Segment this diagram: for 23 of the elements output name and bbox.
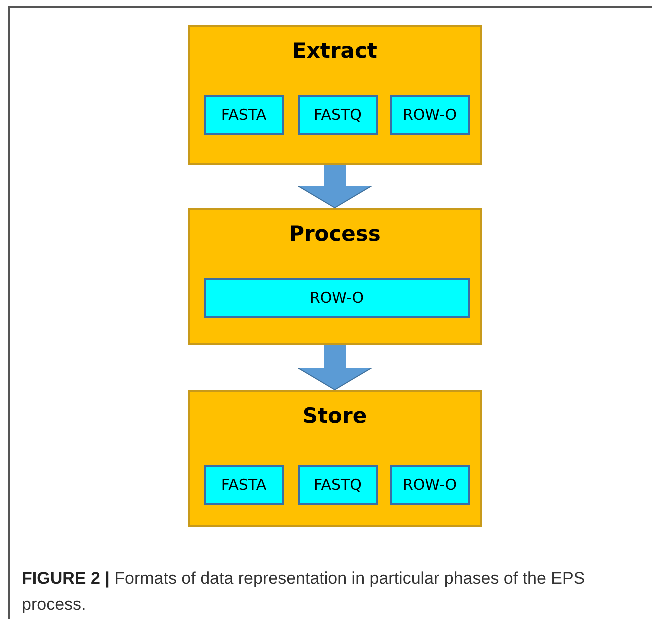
- phase-box: [188, 25, 482, 165]
- format-label: ROW-O: [310, 289, 364, 307]
- phase-box: [188, 390, 482, 527]
- block-arrow: [298, 345, 372, 390]
- format-label: FASTA: [221, 106, 267, 124]
- format-box: [204, 95, 284, 135]
- format-box: [390, 465, 470, 505]
- block-arrow: [298, 165, 372, 208]
- format-box: [298, 465, 378, 505]
- format-label: FASTA: [221, 476, 267, 494]
- format-label: ROW-O: [402, 476, 458, 494]
- format-box: [390, 95, 470, 135]
- format-label: FASTQ: [314, 106, 362, 124]
- format-box: [204, 278, 470, 318]
- format-box: [298, 95, 378, 135]
- format-box: [204, 465, 284, 505]
- phase-title: Store: [302, 404, 368, 428]
- phase-box: [188, 208, 482, 345]
- figure-caption: FIGURE 2 | Formats of data representation in particular phases of the EPS process.: [22, 568, 586, 616]
- format-label: ROW-O: [402, 106, 458, 124]
- format-label: FASTQ: [314, 476, 362, 494]
- phase-title: Extract: [292, 39, 378, 63]
- phase-title: Process: [289, 222, 381, 246]
